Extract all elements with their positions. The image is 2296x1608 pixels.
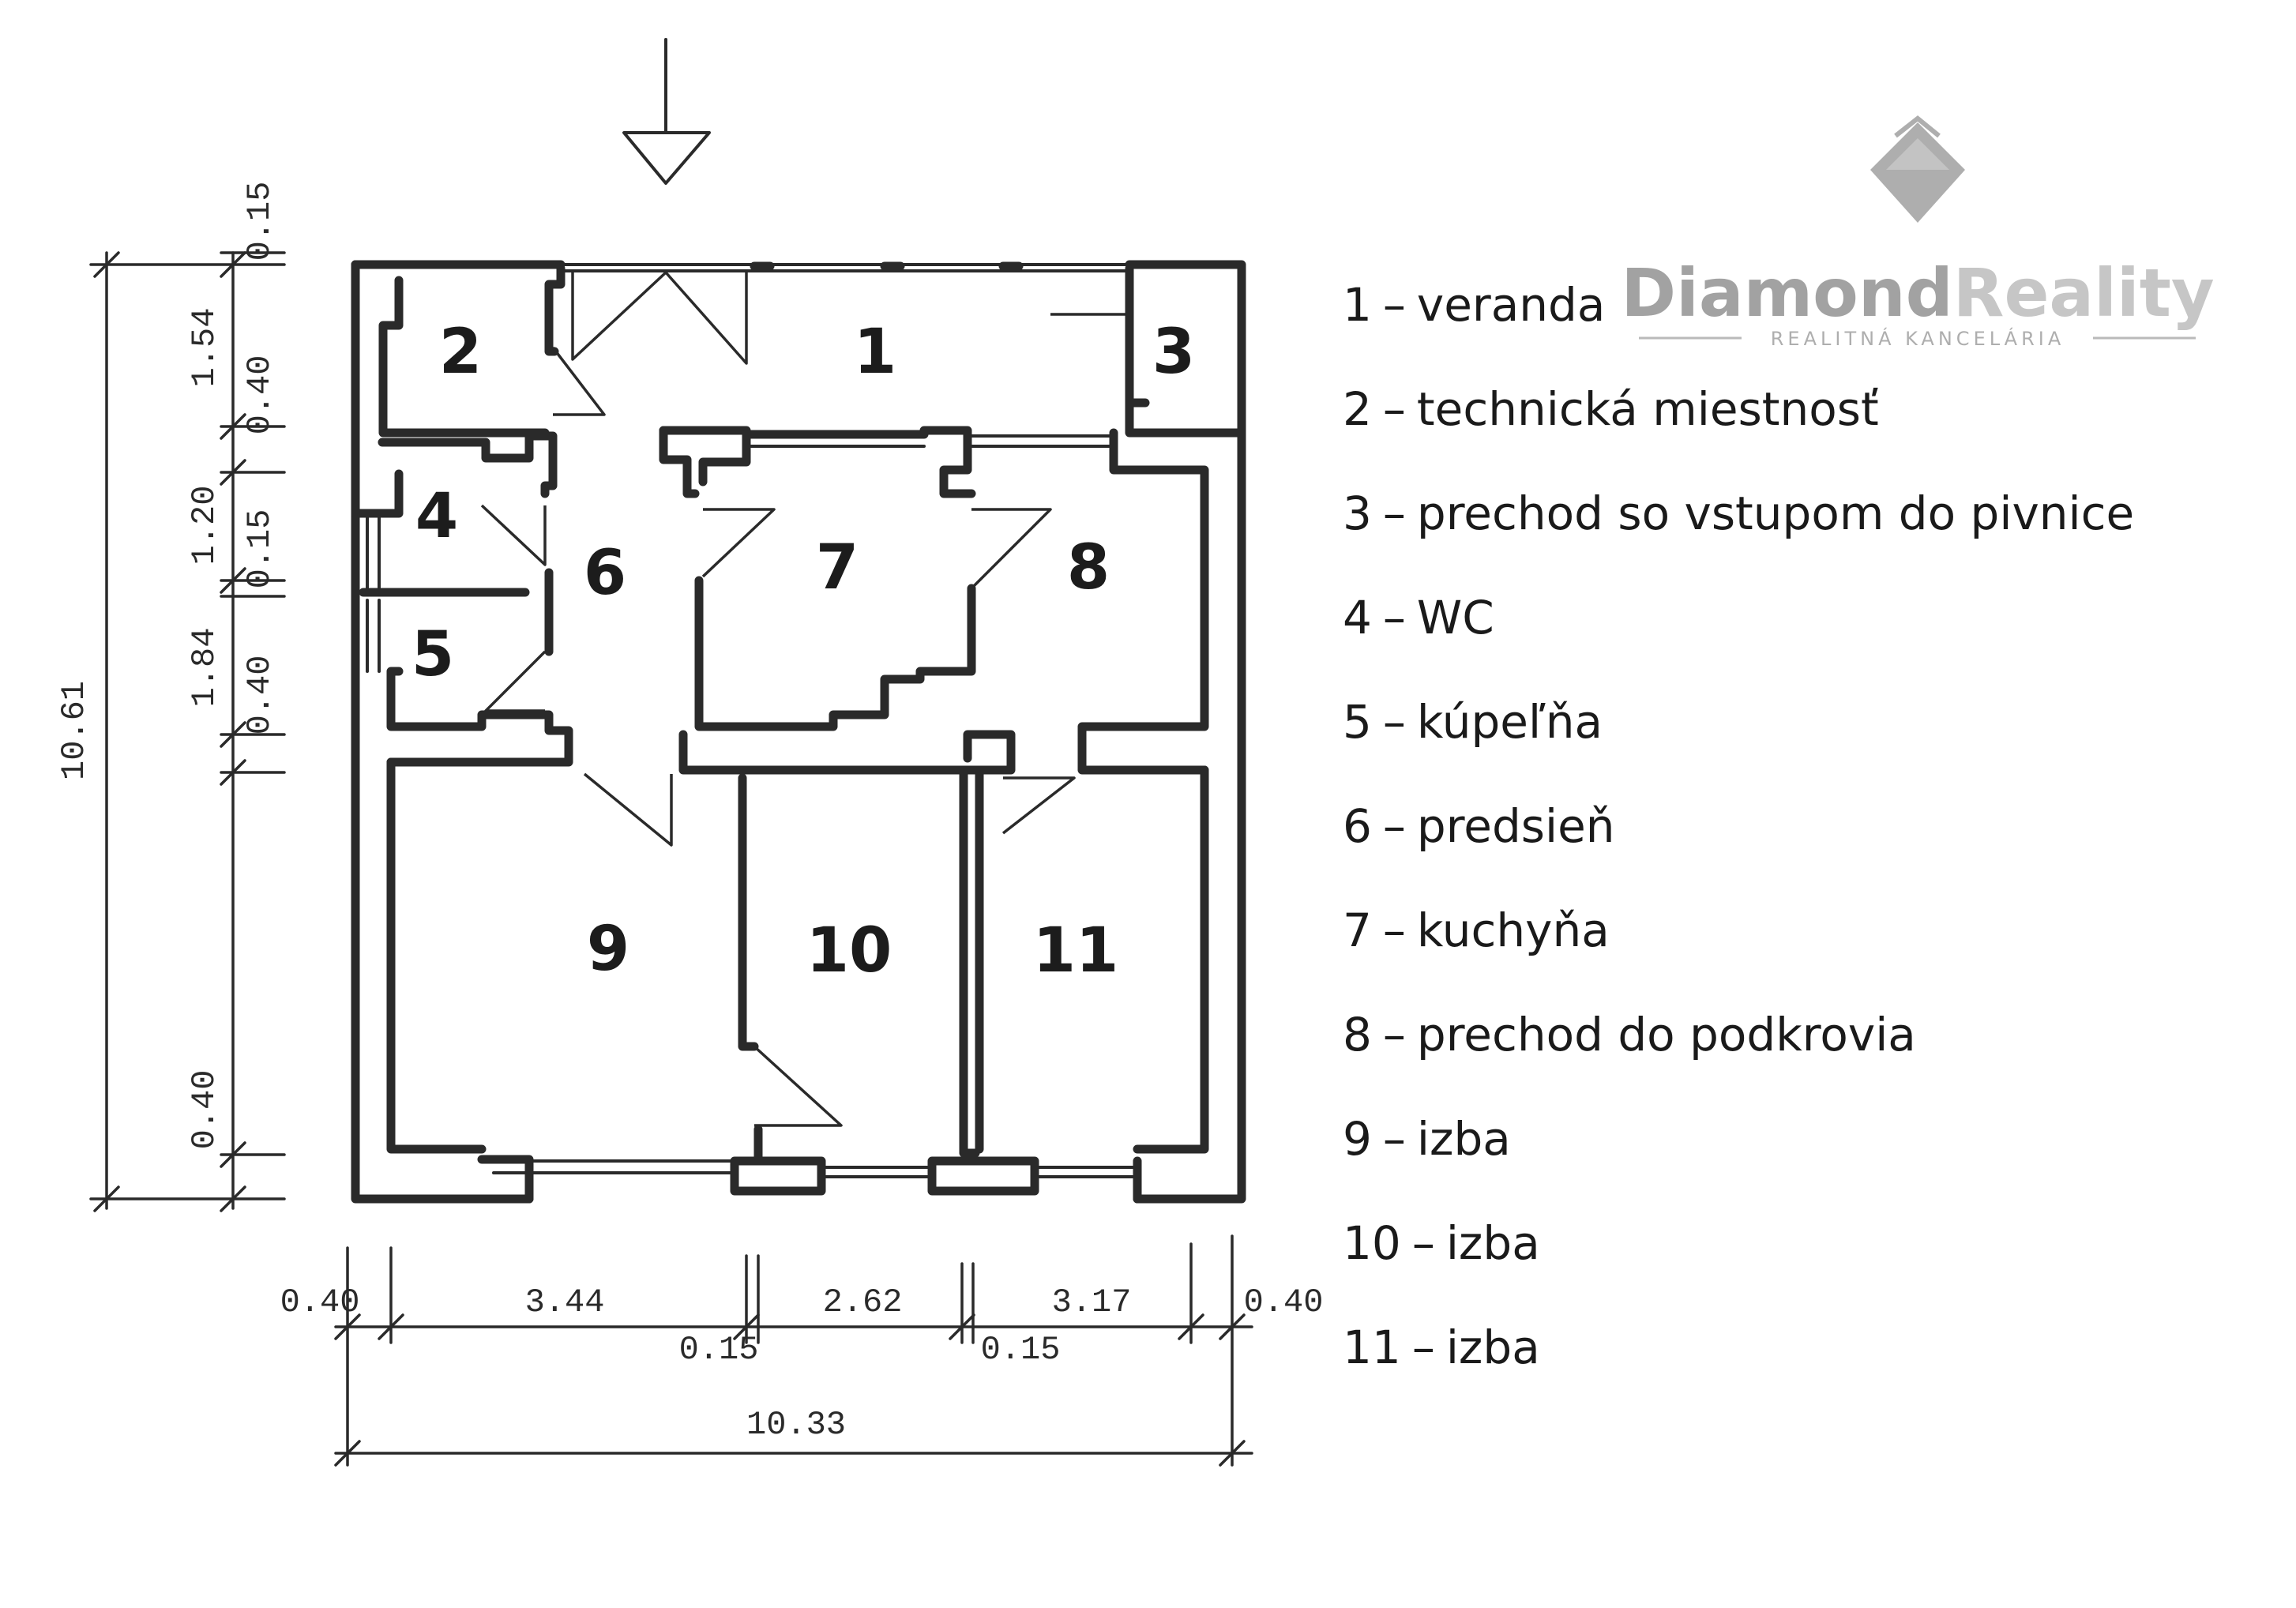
legend-room-name: WC — [1416, 591, 1494, 644]
bottom-dimensions: 0.40 3.44 2.62 3.17 0.40 0.15 0.15 10.33 — [280, 1234, 1324, 1467]
dimension-label: 0.40 — [186, 1070, 224, 1150]
legend-room-name: izba — [1445, 1321, 1540, 1374]
legend-separator: – — [1382, 382, 1406, 436]
legend-room-name: prechod do podkrovia — [1416, 1008, 1916, 1061]
room-label: 10 — [806, 915, 892, 986]
legend-item: 3–prechod so vstupom do pivnice — [1343, 461, 2275, 565]
dimension-label: 0.40 — [241, 656, 279, 735]
dimension-label: 0.15 — [241, 509, 279, 589]
legend-number: 1 — [1343, 278, 1372, 332]
dimension-label: 0.15 — [241, 182, 279, 261]
legend-separator: – — [1411, 1321, 1435, 1374]
legend-room-name: prechod so vstupom do pivnice — [1416, 487, 2135, 540]
room-label: 6 — [584, 538, 626, 609]
dimension-label: 0.40 — [1244, 1283, 1324, 1321]
svg-text:DiamondReality: DiamondReality — [1621, 254, 2214, 332]
legend-item: 2–technická miestnosť — [1343, 357, 2275, 461]
legend-room-name: kúpeľňa — [1416, 695, 1603, 749]
legend-separator: – — [1382, 1008, 1406, 1061]
room-label: 2 — [439, 317, 482, 388]
room-labels: 1 2 3 4 5 6 7 8 9 10 11 — [411, 317, 1195, 986]
room-label: 7 — [816, 532, 859, 603]
room-label: 8 — [1067, 532, 1110, 603]
entrance-arrow-icon — [622, 38, 711, 185]
legend-separator: – — [1411, 1216, 1435, 1270]
dimension-label: 3.44 — [525, 1283, 605, 1321]
room-label: 3 — [1152, 317, 1195, 388]
dimension-label: 3.17 — [1052, 1283, 1132, 1321]
legend-separator: – — [1382, 591, 1406, 644]
legend-room-name: izba — [1445, 1216, 1540, 1270]
legend-separator: – — [1382, 278, 1406, 332]
room-label: 5 — [411, 619, 454, 690]
windows — [366, 434, 1139, 1178]
legend-number: 9 — [1343, 1112, 1372, 1166]
diamond-icon — [1870, 115, 1965, 223]
legend-room-name: technická miestnosť — [1416, 382, 1879, 436]
legend-number: 7 — [1343, 904, 1372, 957]
legend-room-name: veranda — [1416, 278, 1606, 332]
legend-number: 5 — [1343, 695, 1372, 749]
legend-number: 8 — [1343, 1008, 1372, 1061]
diamond-reality-logo: DiamondReality REALITNÁ KANCELÁRIA — [1621, 115, 2215, 350]
legend-item: 9–izba — [1343, 1087, 2275, 1191]
legend-item: 10–izba — [1343, 1191, 2275, 1295]
dimension-label: 10.33 — [746, 1406, 846, 1444]
room-label: 1 — [854, 317, 896, 388]
legend-number: 10 — [1343, 1216, 1401, 1270]
legend-room-name: izba — [1416, 1112, 1511, 1166]
dimension-label: 1.84 — [186, 628, 224, 708]
dimension-label: 1.54 — [186, 308, 224, 388]
dimension-label: 10.61 — [55, 681, 93, 780]
left-dimensions: 10.61 1.54 1.20 1.84 0.15 0.40 0.15 0.40… — [55, 182, 286, 1212]
legend-number: 6 — [1343, 799, 1372, 853]
dimension-label: 0.15 — [679, 1331, 759, 1369]
legend-separator: – — [1382, 904, 1406, 957]
legend-separator: – — [1382, 695, 1406, 749]
legend-room-name: kuchyňa — [1416, 904, 1610, 957]
legend-item: 5–kúpeľňa — [1343, 670, 2275, 774]
room-label: 4 — [415, 481, 458, 552]
legend-number: 2 — [1343, 382, 1372, 436]
dimension-label: 0.15 — [981, 1331, 1061, 1369]
dimension-label: 2.62 — [823, 1283, 903, 1321]
room-2-walls — [378, 264, 566, 438]
legend-item: 8–prechod do podkrovia — [1343, 982, 2275, 1087]
legend-separator: – — [1382, 1112, 1406, 1166]
dimension-label: 0.40 — [280, 1283, 360, 1321]
legend-number: 11 — [1343, 1321, 1401, 1374]
legend-separator: – — [1382, 799, 1406, 853]
legend-room-name: predsieň — [1416, 799, 1615, 853]
legend-item: 6–predsieň — [1343, 774, 2275, 878]
legend-separator: – — [1382, 487, 1406, 540]
legend-number: 4 — [1343, 591, 1372, 644]
dimension-label: 1.20 — [186, 486, 224, 565]
legend-item: 11–izba — [1343, 1295, 2275, 1399]
room-label: 11 — [1033, 915, 1119, 986]
logo-name-reality: Reality — [1953, 254, 2215, 332]
legend-item: 1–veranda — [1343, 253, 2275, 357]
logo-subtitle: REALITNÁ KANCELÁRIA — [1771, 327, 2065, 350]
dimension-label: 0.40 — [241, 355, 279, 435]
legend-number: 3 — [1343, 487, 1372, 540]
legend-item: 4–WC — [1343, 565, 2275, 670]
room-label: 9 — [587, 914, 629, 985]
logo-name-diamond: Diamond — [1621, 254, 1952, 332]
legend-item: 7–kuchyňa — [1343, 878, 2275, 982]
door-swings — [480, 271, 1131, 1127]
outer-walls — [351, 260, 1246, 1204]
